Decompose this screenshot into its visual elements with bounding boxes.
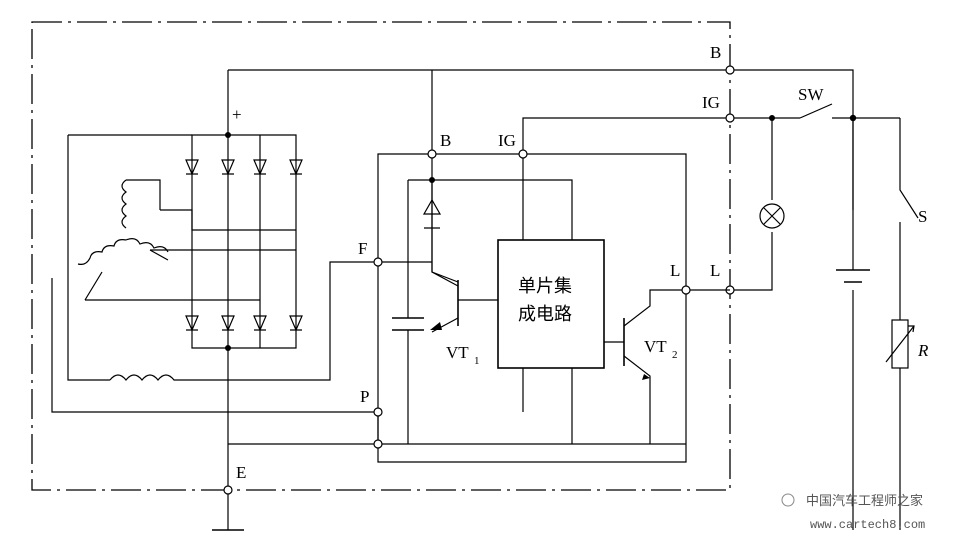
terminal-l-inner [681, 285, 691, 295]
terminal-b-inner [427, 149, 437, 159]
ic-label-line2: 成电路 [518, 304, 572, 325]
sw-switch [799, 103, 900, 119]
terminal-e [223, 485, 233, 495]
label-sw: SW [798, 85, 824, 104]
variable-resistor-arrow-icon [885, 325, 915, 363]
regulator-diode-icon [422, 198, 442, 229]
s-switch [899, 118, 919, 530]
lamp-wire [730, 118, 773, 291]
capacitor-icon [392, 317, 424, 331]
terminal-ig-inner [518, 149, 528, 159]
label-vt1: VT [446, 343, 469, 362]
stator-leads [84, 179, 169, 301]
resistor-r [891, 319, 909, 369]
ic-block [497, 239, 605, 369]
terminal-p [373, 407, 383, 417]
terminal-b-outer [725, 65, 735, 75]
label-f: F [358, 239, 367, 258]
alternator-housing-outline [31, 21, 731, 491]
label-s: S [918, 207, 927, 226]
label-e: E [236, 463, 246, 482]
phase-wires [51, 134, 378, 413]
terminal-ground-inner [373, 439, 383, 449]
label-vt1-sub: 1 [474, 355, 480, 367]
rectifier-frame [191, 134, 297, 349]
rectifier-legs [227, 135, 261, 348]
label-ig-top: IG [702, 93, 720, 112]
warning-lamp-icon [759, 203, 785, 229]
label-ig-inner: IG [498, 131, 516, 150]
ic-label-line1: 单片集 [518, 276, 572, 297]
field-coil-icon [109, 261, 378, 381]
label-l-outer: L [710, 261, 720, 280]
watermark: 中国汽车工程师之家 www.cartech8.com [781, 493, 925, 532]
sw-junction-dot [849, 114, 857, 122]
terminal-ig-outer [725, 113, 735, 123]
lamp-cross [763, 207, 781, 225]
vt1-collector-dot [429, 177, 435, 183]
watermark-line1: 中国汽车工程师之家 [806, 493, 923, 509]
ground-rails [228, 412, 686, 445]
vt1-leads [431, 262, 498, 333]
watermark-line2: www.cartech8.com [810, 518, 925, 532]
label-r: R [917, 341, 929, 360]
terminal-f [373, 257, 383, 267]
lamp-junction-dot [769, 115, 775, 121]
label-vt2-sub: 2 [672, 349, 678, 361]
regulator-inner-wires [378, 179, 573, 444]
label-p: P [360, 387, 369, 406]
battery-icon [836, 269, 870, 283]
upper-diode-row [185, 159, 303, 176]
regulator-outer-frame [377, 153, 687, 463]
label-vt2: VT [644, 337, 667, 356]
label-b-top: B [710, 43, 721, 62]
label-b-inner: B [440, 131, 451, 150]
label-plus: + [232, 105, 242, 124]
vt2-emitter-arrow [642, 374, 650, 380]
vt2-leads [604, 289, 730, 444]
ic-leads [522, 154, 573, 444]
vt1-emitter-arrow [430, 322, 442, 330]
stator-winding-icon [77, 179, 169, 265]
label-l-inner: L [670, 261, 680, 280]
ig-wire [522, 117, 800, 152]
watermark-logo-icon [781, 493, 795, 507]
lower-diode-row [185, 315, 303, 332]
